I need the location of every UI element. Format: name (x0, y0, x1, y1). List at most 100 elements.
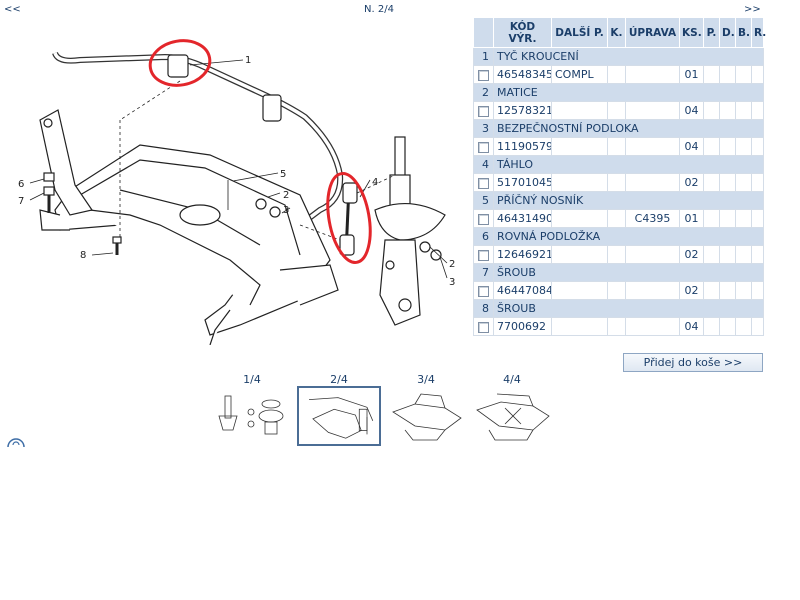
part-checkbox[interactable] (478, 177, 489, 189)
part-b (735, 65, 752, 84)
callout-6: 6 (18, 179, 24, 190)
part-code: 46431490 (493, 209, 552, 228)
thumbnail-page-2[interactable]: 2/4 (297, 373, 381, 446)
part-ks: 02 (679, 245, 704, 264)
part-p (703, 209, 720, 228)
part-b (735, 245, 752, 264)
part-uprava: C4395 (625, 209, 680, 228)
part-name: TÁHLO (493, 155, 764, 174)
part-k (607, 137, 626, 156)
part-next (551, 245, 608, 264)
part-checkbox[interactable] (478, 105, 489, 117)
callout-2b: 2 (449, 259, 455, 270)
part-next (551, 281, 608, 300)
part-name: TYČ KROUCENÍ (493, 47, 764, 66)
part-code: 12646921 (493, 245, 552, 264)
stabilizer-link (339, 182, 358, 256)
thumbnail-image (211, 386, 293, 444)
part-index: 1 (473, 47, 494, 66)
next-page-link[interactable]: >> (744, 4, 761, 15)
part-d (719, 101, 736, 120)
part-checkbox[interactable] (478, 213, 489, 225)
part-checkbox[interactable] (478, 285, 489, 297)
callout-1: 1 (245, 55, 251, 66)
part-select-cell[interactable] (473, 65, 494, 84)
page-indicator: N. 2/4 (364, 4, 394, 15)
part-d (719, 281, 736, 300)
highlight-circle-bar-mount (148, 39, 212, 87)
thumbnail-page-3[interactable]: 3/4 (385, 373, 467, 445)
prev-page-link[interactable]: << (4, 4, 21, 15)
help-icon[interactable] (6, 437, 26, 447)
crossmember (39, 144, 339, 345)
part-code: 12578321 (493, 101, 552, 120)
part-uprava (625, 173, 680, 192)
thumbnail-label: 1/4 (243, 373, 261, 386)
part-r (751, 317, 764, 336)
header-next: DALŠÍ P. (551, 17, 608, 48)
part-uprava (625, 317, 680, 336)
part-uprava (625, 245, 680, 264)
part-next (551, 137, 608, 156)
thumbnail-page-1[interactable]: 1/4 (211, 373, 293, 445)
part-next (551, 173, 608, 192)
thumbnail-label: 2/4 (330, 373, 348, 386)
thumbnail-page-4[interactable]: 4/4 (471, 373, 553, 445)
part-checkbox[interactable] (478, 249, 489, 261)
part-ks: 01 (679, 65, 704, 84)
part-r (751, 173, 764, 192)
part-index: 3 (473, 119, 494, 138)
part-code: 11190579 (493, 137, 552, 156)
callout-3: 3 (283, 205, 289, 216)
part-checkbox[interactable] (478, 321, 489, 333)
header-b: B. (735, 17, 752, 48)
add-to-cart-button[interactable]: Přidej do koše >> (623, 353, 763, 372)
thumbnail-image (297, 386, 381, 446)
part-next (551, 317, 608, 336)
part-select-cell[interactable] (473, 317, 494, 336)
part-b (735, 281, 752, 300)
part-name: MATICE (493, 83, 764, 102)
part-p (703, 245, 720, 264)
thumbnail-image (471, 386, 553, 444)
part-checkbox[interactable] (478, 69, 489, 81)
part-select-cell[interactable] (473, 173, 494, 192)
part-r (751, 281, 764, 300)
part-next: COMPL (551, 65, 608, 84)
part-select-cell[interactable] (473, 137, 494, 156)
part-p (703, 137, 720, 156)
part-k (607, 101, 626, 120)
part-name: PŘÍČNÝ NOSNÍK (493, 191, 764, 210)
part-next (551, 209, 608, 228)
part-select-cell[interactable] (473, 281, 494, 300)
part-checkbox[interactable] (478, 141, 489, 153)
part-code: 46447084 (493, 281, 552, 300)
part-row: 12646921 02 (473, 245, 764, 264)
part-k (607, 173, 626, 192)
part-select-cell[interactable] (473, 101, 494, 120)
part-index: 2 (473, 83, 494, 102)
part-p (703, 65, 720, 84)
part-p (703, 281, 720, 300)
part-select-cell[interactable] (473, 209, 494, 228)
part-r (751, 137, 764, 156)
part-k (607, 317, 626, 336)
part-uprava (625, 65, 680, 84)
thumbnail-label: 4/4 (503, 373, 521, 386)
part-name: ŠROUB (493, 299, 764, 318)
part-name: BEZPEČNOSTNÍ PODLOKA (493, 119, 764, 138)
callout-4: 4 (372, 177, 378, 188)
part-select-cell[interactable] (473, 245, 494, 264)
header-d: D. (719, 17, 736, 48)
highlight-circle-link (326, 172, 372, 264)
part-uprava (625, 281, 680, 300)
part-d (719, 245, 736, 264)
part-p (703, 173, 720, 192)
callout-3b: 3 (449, 277, 455, 288)
